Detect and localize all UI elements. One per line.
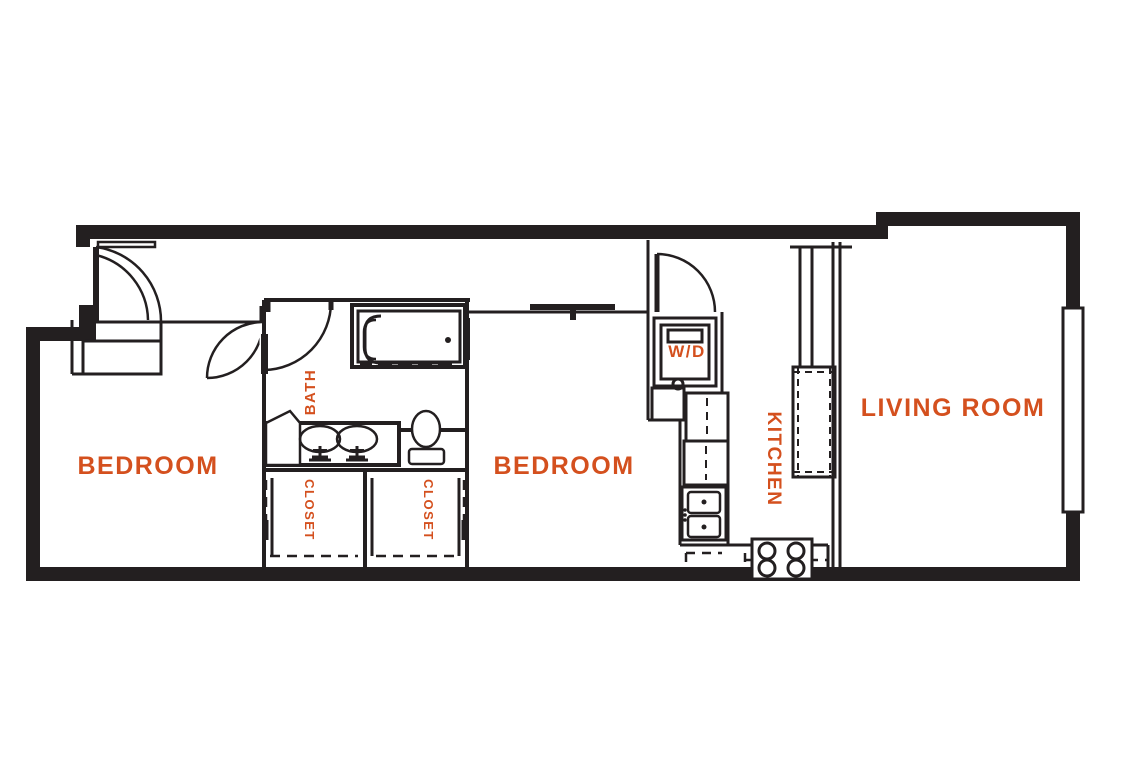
appliance-labels: W/D [668,342,706,361]
entry-area [70,320,263,376]
room-label-bath: BATH [302,369,319,416]
room-label-bedroom-left: BEDROOM [77,452,218,480]
appliance-label-washer-dryer: W/D [668,342,706,361]
kitchen-island [791,365,837,479]
refrigerator [684,391,730,443]
room-label-closet-left: CLOSET [302,479,317,541]
washer-dryer-door [654,252,717,313]
kitchen-base-dashed [684,551,828,568]
kitchen-base-cabinet [650,386,686,422]
closet-left [264,480,358,558]
dishwasher [682,439,730,487]
cooktop [750,537,814,581]
room-label-bedroom-right: BEDROOM [493,452,634,480]
room-label-kitchen: KITCHEN [763,412,784,507]
room-labels: BEDROOM BATH CLOSET CLOSET BEDROOM KITCH… [77,369,1046,541]
vanity-sink-right [335,424,379,462]
vanity-sink-left [298,424,342,462]
toilet [407,409,446,466]
room-label-closet-right: CLOSET [421,479,436,541]
living-room-window [1061,306,1085,514]
entry-door-leaf [95,240,157,321]
closet-left-rod [263,478,274,556]
hall-header-bars [530,304,615,320]
room-label-living-room: LIVING ROOM [861,394,1046,422]
bath-door [263,301,334,372]
vanity-corner-cap [264,409,302,467]
bedroom-left-door [205,306,265,380]
hall-walls [467,240,650,314]
entry-door [93,245,163,323]
kitchen-sink [680,485,728,542]
exterior-walls [26,212,1080,581]
closet-right-rod [370,478,467,556]
bathtub [350,303,467,369]
kitchen-living-divider [798,242,842,568]
closet-right [376,480,466,558]
